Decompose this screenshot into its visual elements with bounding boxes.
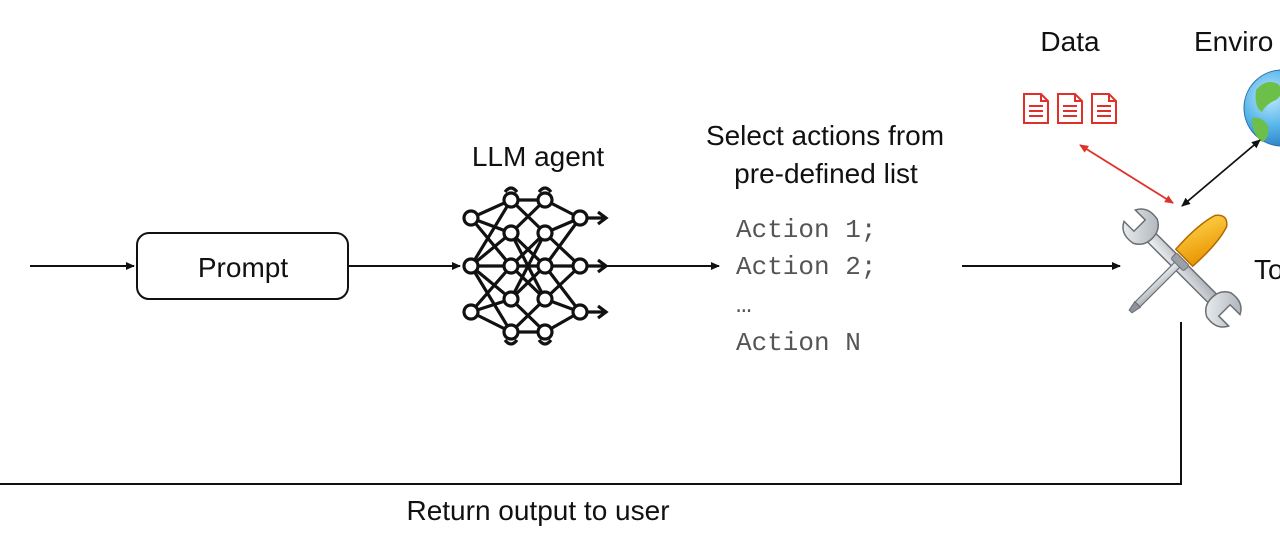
data-label: Data — [1040, 26, 1100, 57]
select-actions-title-line2: pre-defined list — [734, 158, 918, 189]
environment-label: Enviro — [1194, 26, 1273, 57]
data-tools-arrow — [1079, 144, 1174, 204]
document-icon — [1023, 93, 1049, 124]
return-output-label: Return output to user — [406, 495, 669, 526]
tools-label: To — [1254, 254, 1280, 285]
action-item-n: Action N — [736, 328, 861, 358]
wrench-screwdriver-icon — [1122, 208, 1242, 328]
document-icon — [1091, 93, 1117, 124]
globe-icon — [1243, 69, 1280, 147]
actions-list: Action 1; Action 2; … Action N — [736, 215, 876, 358]
action-item-1: Action 1; — [736, 215, 876, 245]
action-item-ellipsis: … — [736, 290, 752, 320]
select-actions-title-line1: Select actions from — [706, 120, 944, 151]
llm-agent-label: LLM agent — [472, 141, 605, 172]
return-output-path — [0, 322, 1182, 485]
prompt-label: Prompt — [198, 252, 288, 283]
data-documents — [1023, 93, 1117, 124]
action-item-2: Action 2; — [736, 252, 876, 282]
prompt-box: Prompt — [136, 232, 349, 300]
neural-network-icon — [462, 186, 609, 346]
environment-tools-arrow — [1181, 139, 1261, 207]
document-icon — [1057, 93, 1083, 124]
